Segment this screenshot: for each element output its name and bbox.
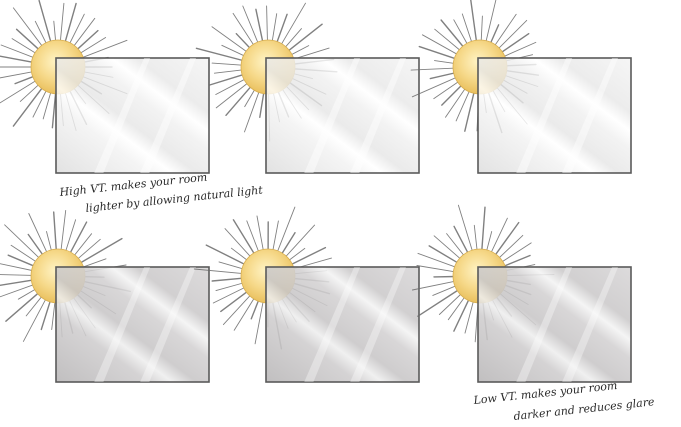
window-panel xyxy=(194,207,419,382)
window-panel xyxy=(0,211,209,383)
window-panel xyxy=(411,0,631,173)
window-panel xyxy=(196,3,419,173)
window-panel xyxy=(412,205,631,382)
window-panel xyxy=(0,1,209,173)
